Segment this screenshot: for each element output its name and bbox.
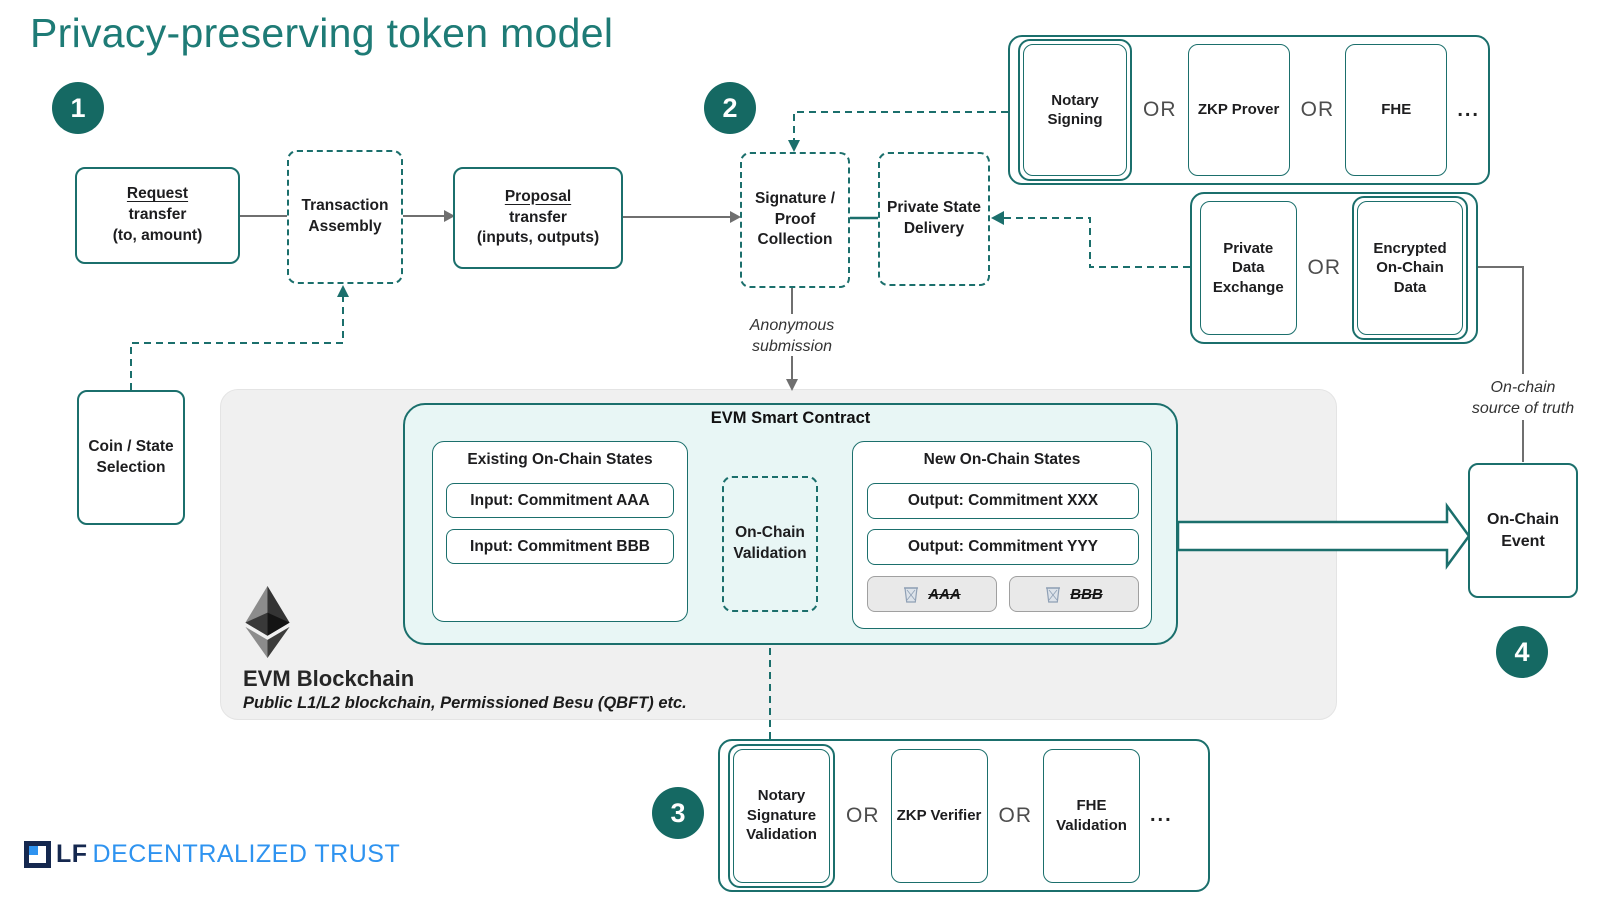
transaction-assembly-box: Transaction Assembly (287, 150, 403, 284)
coin-state-selection-box: Coin / State Selection (77, 390, 185, 525)
on-chain-event-label: On-Chain Event (1487, 510, 1559, 550)
option-notary-signature-validation-selected: Notary Signature Validation (728, 743, 835, 888)
option-private-data-exchange: Private Data Exchange (1200, 201, 1297, 335)
lfdt-logo-lf: LF (56, 840, 88, 868)
validation-options-group: Notary Signature Validation OR ZKP Verif… (718, 739, 1210, 892)
page-title: Privacy-preserving token model (30, 10, 614, 56)
notary-signing-label: Notary Signing (1047, 91, 1103, 129)
option-fhe-validation: FHE Validation (1043, 748, 1140, 883)
input-aaa-label: Input: Commitment AAA (470, 491, 650, 509)
signature-proof-collection-label: Signature / Proof Collection (754, 189, 836, 249)
trash-icon (904, 587, 919, 603)
request-transfer-box: Request transfer (to, amount) (75, 167, 240, 264)
lfdt-logo-icon (24, 841, 51, 868)
option-encrypted-on-chain-data-selected: Encrypted On-Chain Data (1352, 196, 1468, 340)
source-line2: source of truth (1471, 399, 1575, 417)
source-line1: On-chain (1490, 379, 1556, 396)
request-line3: (to, amount) (112, 226, 203, 244)
lfdt-logo-text: DECENTRALIZED TRUST (92, 840, 401, 868)
option-zkp-prover: ZKP Prover (1187, 44, 1290, 176)
or-label: OR (846, 803, 880, 827)
data-sharing-options-group: Private Data Exchange OR Encrypted On-Ch… (1190, 192, 1478, 344)
anonymous-line1: Anonymous (749, 317, 835, 334)
encrypted-on-chain-data-label: Encrypted On-Chain Data (1373, 239, 1447, 296)
proposal-line2: transfer (509, 208, 567, 226)
option-notary-signing: Notary Signing (1023, 44, 1127, 176)
zkp-prover-label: ZKP Prover (1197, 101, 1280, 119)
on-chain-validation-label: On-Chain Validation (733, 524, 807, 562)
option-notary-signature-validation: Notary Signature Validation (733, 748, 830, 883)
or-label: OR (1307, 256, 1341, 279)
ellipsis: ... (1150, 804, 1173, 826)
lfdt-logo: LF DECENTRALIZED TRUST (24, 840, 400, 869)
private-data-exchange-label: Private Data Exchange (1212, 239, 1284, 296)
signature-proof-collection-box: Signature / Proof Collection (740, 152, 850, 288)
evm-blockchain-subtitle: Public L1/L2 blockchain, Permissioned Be… (243, 694, 687, 712)
output-commitment-yyy: Output: Commitment YYY (867, 529, 1139, 565)
output-commitment-xxx: Output: Commitment XXX (867, 483, 1139, 519)
input-commitment-aaa: Input: Commitment AAA (446, 483, 674, 518)
ethereum-icon (245, 586, 290, 658)
proposal-transfer-box: Proposal transfer (inputs, outputs) (453, 167, 623, 269)
proving-options-group: Notary Signing OR ZKP Prover OR FHE ... (1008, 35, 1490, 185)
request-line2: transfer (128, 206, 187, 224)
or-label: OR (1300, 98, 1335, 121)
private-state-delivery-label: Private State Delivery (887, 199, 981, 237)
coin-state-selection-label: Coin / State Selection (88, 437, 174, 476)
evm-smart-contract-title: EVM Smart Contract (710, 409, 871, 427)
input-commitment-bbb: Input: Commitment BBB (446, 529, 674, 564)
input-bbb-label: Input: Commitment BBB (470, 537, 650, 555)
proposal-line3: (inputs, outputs) (476, 229, 600, 247)
proposal-label: Proposal (504, 187, 572, 205)
fhe-label: FHE (1381, 101, 1412, 119)
deleted-state-bbb: BBB (1009, 576, 1139, 612)
anonymous-line2: submission (751, 337, 833, 355)
label-on-chain-source-of-truth: On-chain source of truth (1433, 378, 1600, 420)
ellipsis: ... (1457, 98, 1480, 121)
deleted-bbb-label: BBB (1070, 585, 1103, 603)
on-chain-event-box: On-Chain Event (1468, 463, 1578, 598)
step-4-badge: 4 (1496, 626, 1548, 678)
step-1-badge: 1 (52, 82, 104, 134)
label-anonymous-submission: Anonymous submission (732, 316, 852, 358)
or-label: OR (1143, 98, 1177, 121)
new-states-title: New On-Chain States (923, 451, 1081, 468)
option-zkp-verifier: ZKP Verifier (890, 748, 988, 883)
request-label: Request (126, 185, 189, 203)
transaction-assembly-label: Transaction Assembly (301, 197, 389, 235)
option-encrypted-on-chain-data: Encrypted On-Chain Data (1357, 201, 1463, 335)
existing-states-title: Existing On-Chain States (467, 451, 653, 468)
fhe-validation-label: FHE Validation (1056, 797, 1127, 834)
step-2-badge: 2 (704, 82, 756, 134)
option-fhe: FHE (1345, 44, 1448, 176)
private-state-delivery-box: Private State Delivery (878, 152, 990, 286)
notary-signature-validation-label: Notary Signature Validation (746, 787, 817, 844)
trash-icon (1046, 587, 1061, 603)
on-chain-validation-box: On-Chain Validation (722, 476, 818, 612)
step-3-badge: 3 (652, 787, 704, 839)
output-yyy-label: Output: Commitment YYY (907, 538, 1099, 555)
option-notary-signing-selected: Notary Signing (1018, 39, 1132, 181)
or-label: OR (998, 803, 1032, 827)
evm-blockchain-title: EVM Blockchain (243, 666, 415, 691)
new-states-box: New On-Chain States Output: Commitment X… (852, 441, 1152, 629)
deleted-state-aaa: AAA (867, 576, 997, 612)
output-xxx-label: Output: Commitment XXX (907, 492, 1099, 509)
existing-states-box: Existing On-Chain States Input: Commitme… (432, 441, 688, 622)
zkp-verifier-label: ZKP Verifier (896, 806, 982, 824)
deleted-aaa-label: AAA (928, 585, 961, 603)
